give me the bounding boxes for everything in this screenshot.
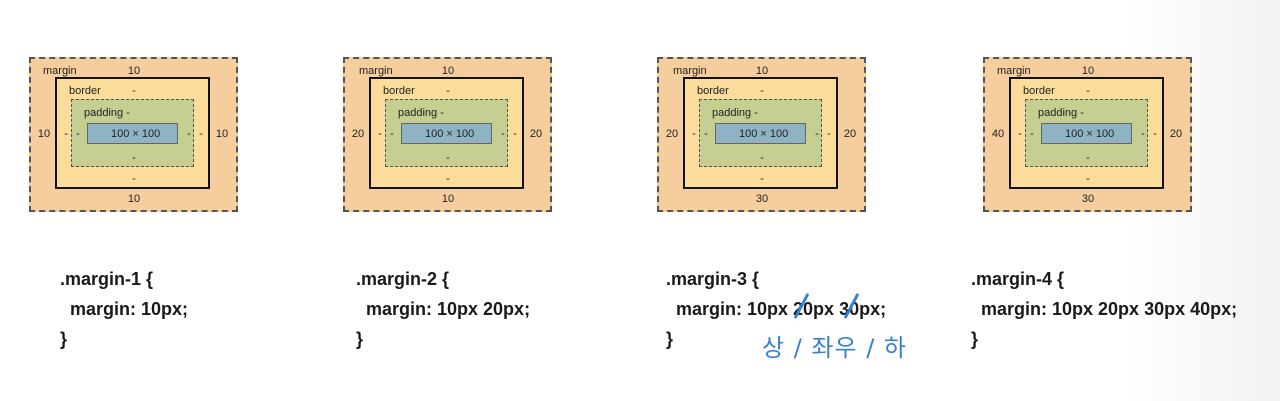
margin-right-value: 20 [529, 128, 543, 140]
padding-label: padding - [84, 107, 130, 119]
padding-bottom-value: - [132, 152, 136, 164]
box-model-diagram-1: margin 10 10 10 10 border - - - - paddin… [29, 57, 238, 212]
box-model-diagram-3: margin 10 20 20 30 border - - - - paddin… [657, 57, 866, 212]
code-block-margin-2: .margin-2 { margin: 10px 20px;} [356, 264, 530, 354]
content-size-label: 100 × 100 [739, 128, 789, 140]
border-label: border [697, 85, 729, 97]
code-close: } [666, 329, 674, 349]
border-left-value: - [378, 128, 382, 140]
margin-bottom-value: 10 [441, 193, 455, 205]
margin-top-value: 10 [755, 65, 769, 77]
border-right-value: - [1153, 128, 1157, 140]
border-bottom-value: - [760, 173, 764, 185]
border-label: border [69, 85, 101, 97]
margin-left-value: 40 [991, 128, 1005, 140]
content-area [715, 123, 806, 144]
code-selector: .margin-4 { [971, 269, 1065, 289]
margin-bottom-value: 30 [755, 193, 769, 205]
padding-label: padding - [1038, 107, 1084, 119]
border-left-value: - [692, 128, 696, 140]
margin-label: margin [673, 65, 707, 77]
content-size-label: 100 × 100 [1065, 128, 1115, 140]
content-size-label: 100 × 100 [425, 128, 475, 140]
content-area [1041, 123, 1132, 144]
border-label: border [383, 85, 415, 97]
margin-left-value: 20 [351, 128, 365, 140]
content-size-label: 100 × 100 [111, 128, 161, 140]
code-selector: .margin-3 { [666, 269, 760, 289]
code-close: } [60, 329, 68, 349]
padding-left-value: - [704, 128, 708, 140]
border-label: border [1023, 85, 1055, 97]
padding-bottom-value: - [446, 152, 450, 164]
handwritten-annotation: 상 / 좌우 / 하 [762, 334, 908, 362]
code-selector: .margin-2 { [356, 269, 450, 289]
padding-right-value: - [1141, 128, 1145, 140]
margin-label: margin [997, 65, 1031, 77]
border-right-value: - [827, 128, 831, 140]
code-close: } [356, 329, 364, 349]
padding-bottom-value: - [1086, 152, 1090, 164]
box-model-diagram-4: margin 10 40 20 30 border - - - - paddin… [983, 57, 1192, 212]
margin-label: margin [359, 65, 393, 77]
code-rule: margin: 10px 20px 30px 40px; [971, 299, 1238, 319]
border-top-value: - [132, 85, 136, 97]
code-block-margin-1: .margin-1 { margin: 10px;} [60, 264, 188, 354]
padding-right-value: - [187, 128, 191, 140]
code-rule: margin: 10px; [60, 299, 189, 319]
margin-right-value: 10 [215, 128, 229, 140]
box-model-diagram-2: margin 10 20 20 10 border - - - - paddin… [343, 57, 552, 212]
border-top-value: - [1086, 85, 1090, 97]
margin-right-value: 20 [843, 128, 857, 140]
padding-left-value: - [390, 128, 394, 140]
margin-bottom-value: 10 [127, 193, 141, 205]
padding-right-value: - [815, 128, 819, 140]
code-rule: margin: 10px 20px; [356, 299, 531, 319]
code-selector: .margin-1 { [60, 269, 154, 289]
padding-right-value: - [501, 128, 505, 140]
margin-top-value: 10 [1081, 65, 1095, 77]
border-left-value: - [1018, 128, 1022, 140]
padding-left-value: - [1030, 128, 1034, 140]
padding-label: padding - [712, 107, 758, 119]
code-block-margin-4: .margin-4 { margin: 10px 20px 30px 40px;… [971, 264, 1237, 354]
border-left-value: - [64, 128, 68, 140]
border-bottom-value: - [446, 173, 450, 185]
content-area [401, 123, 492, 144]
margin-label: margin [43, 65, 77, 77]
margin-right-value: 20 [1169, 128, 1183, 140]
border-top-value: - [446, 85, 450, 97]
border-right-value: - [199, 128, 203, 140]
border-bottom-value: - [132, 173, 136, 185]
margin-left-value: 10 [37, 128, 51, 140]
padding-bottom-value: - [760, 152, 764, 164]
margin-top-value: 10 [441, 65, 455, 77]
border-top-value: - [760, 85, 764, 97]
margin-top-value: 10 [127, 65, 141, 77]
code-close: } [971, 329, 979, 349]
margin-left-value: 20 [665, 128, 679, 140]
padding-label: padding - [398, 107, 444, 119]
content-area [87, 123, 178, 144]
margin-bottom-value: 30 [1081, 193, 1095, 205]
border-right-value: - [513, 128, 517, 140]
padding-left-value: - [76, 128, 80, 140]
border-bottom-value: - [1086, 173, 1090, 185]
